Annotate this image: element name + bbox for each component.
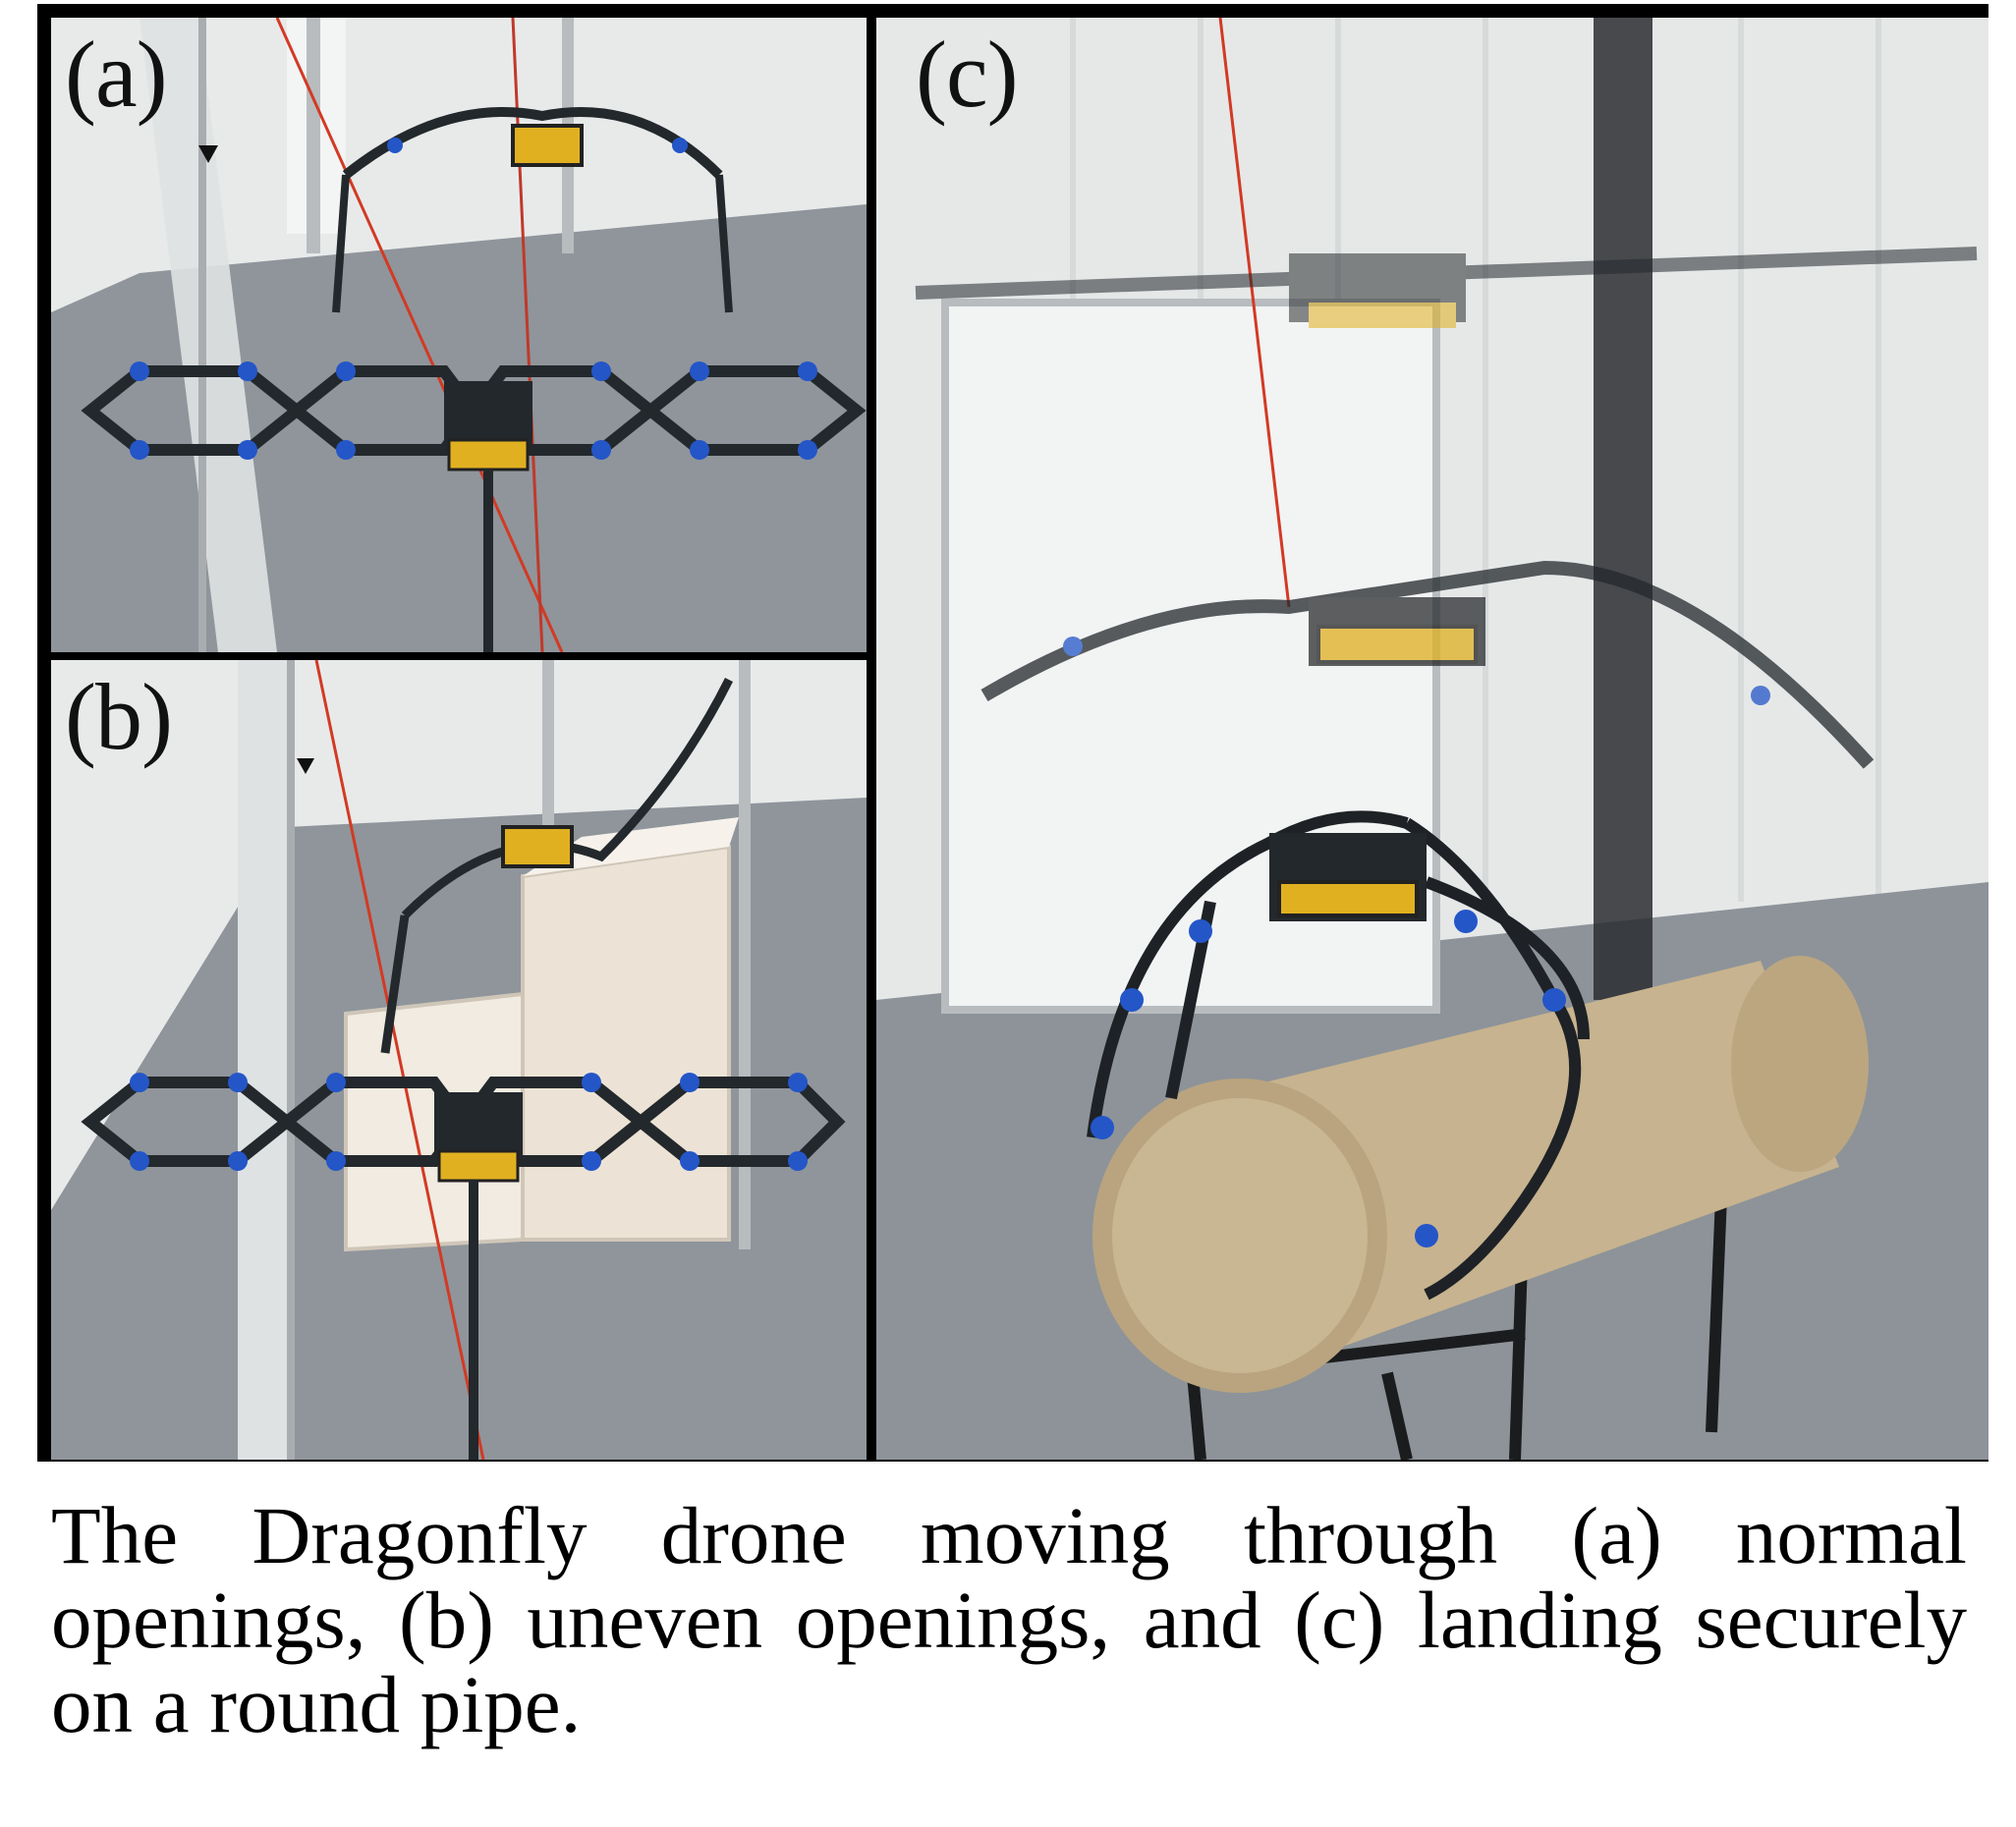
panel-a-label: (a) — [65, 22, 168, 127]
panel-b-scene — [51, 660, 867, 1460]
drone-ghost-mid-c — [980, 560, 1875, 769]
drone-joints-b — [130, 1073, 808, 1171]
panel-b-photo: (b) — [51, 660, 867, 1460]
panel-c-photo: (c) — [876, 18, 1988, 1460]
panel-a-scene — [51, 18, 867, 652]
panel-c-scene — [876, 18, 1988, 1460]
figure-caption: The Dragonfly drone moving through (a) n… — [51, 1490, 1967, 1749]
round-pipe-c — [1092, 956, 1869, 1393]
panel-c-label: (c) — [916, 22, 1019, 127]
panel-b-label: (b) — [65, 664, 173, 769]
panel-a-photo: (a) — [51, 18, 867, 652]
drone-far-a — [332, 107, 733, 313]
drone-ghost-top-c — [915, 247, 1978, 328]
figure-frame: (a) — [37, 4, 1988, 1462]
drone-joints-a — [130, 361, 817, 460]
drone-landed-joints-c — [1091, 910, 1566, 1247]
drone-far-b — [380, 677, 734, 1054]
